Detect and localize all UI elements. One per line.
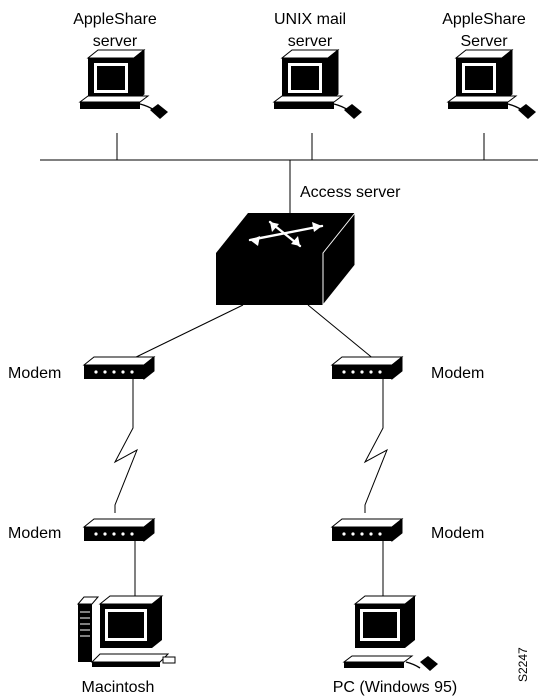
unix-mail-server-icon (273, 49, 363, 120)
modem-right-bottom-label: Modem (431, 525, 484, 542)
modem-left-top-icon (83, 356, 155, 380)
phone-line-left (113, 379, 138, 513)
access-server-label: Access server (300, 184, 401, 201)
pc-label: PC (Windows 95) (333, 679, 457, 696)
modem-left-bottom-label: Modem (8, 525, 61, 542)
modem-right-top-icon (331, 356, 403, 380)
appleshare-server-2-icon (447, 49, 537, 120)
server-2-label-line1: UNIX mail (274, 11, 346, 28)
link-access-right (307, 304, 376, 361)
modem-left-top-label: Modem (8, 365, 61, 382)
macintosh-label: Macintosh (82, 679, 155, 696)
appleshare-server-1-icon (79, 49, 169, 120)
pc-icon (342, 595, 438, 671)
modem-right-top-label: Modem (431, 365, 484, 382)
server-3-label-line1: AppleShare (442, 11, 526, 28)
macintosh-icon (76, 595, 176, 667)
server-1-label-line2: server (93, 33, 138, 50)
modem-right-bottom-icon (331, 518, 403, 542)
access-server-icon (216, 211, 356, 307)
figure-id: S2247 (516, 647, 530, 682)
modem-left-bottom-icon (83, 518, 155, 542)
phone-line-right (363, 379, 388, 513)
server-1-label-line1: AppleShare (73, 11, 157, 28)
server-3-label-line2: Server (460, 33, 508, 50)
link-access-left (129, 304, 244, 361)
server-2-label-line2: server (288, 33, 333, 50)
